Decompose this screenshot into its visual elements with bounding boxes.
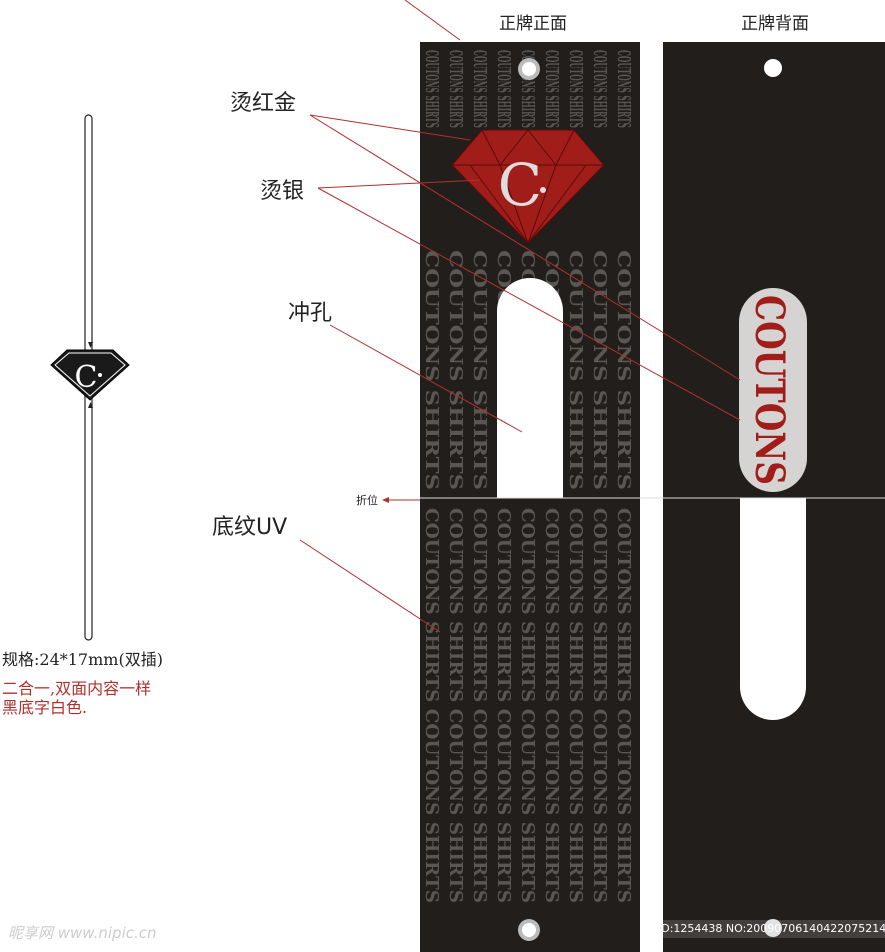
pattern-column: COUTONS SHIRTS [445, 50, 466, 128]
pattern-column: COUTONS SHIRTS [469, 50, 490, 128]
pattern-column: COUTONS SHIRTS COUTONS SHIRTS [613, 508, 634, 903]
pattern-column: COUTONS SHIRTS [421, 250, 442, 490]
pattern-column: COUTONS SHIRTS COUTONS SHIRTS [541, 508, 562, 903]
label-pattern-uv: 底纹UV [212, 515, 287, 540]
watermark-logo: 昵享网 www.nipic.cn [8, 924, 157, 942]
pattern-column: COUTONS SHIRTS [445, 250, 466, 490]
pattern-column: COUTONS SHIRTS [493, 50, 514, 128]
back-bottom-hole [764, 919, 782, 937]
pattern-column: COUTONS SHIRTS COUTONS SHIRTS [445, 508, 466, 903]
logo-letter: C [498, 151, 542, 219]
front-header: 正牌正面 [499, 14, 567, 34]
label-punch-hole: 冲孔 [288, 301, 332, 326]
label-fold: 折位 [356, 493, 378, 507]
side-view: C [50, 114, 130, 641]
pattern-column: COUTONS SHIRTS [541, 50, 562, 128]
pattern-column: COUTONS SHIRTS [589, 50, 610, 128]
pattern-column: COUTONS SHIRTS [421, 50, 442, 128]
pattern-column: COUTONS SHIRTS COUTONS SHIRTS [469, 508, 490, 903]
pattern-column: COUTONS SHIRTS COUTONS SHIRTS [565, 508, 586, 903]
pattern-column: COUTONS SHIRTS [565, 50, 586, 128]
back-tag [663, 42, 885, 952]
pattern-column: COUTONS SHIRTS [565, 250, 586, 490]
leader-lines [299, 0, 741, 633]
pattern-column: COUTONS SHIRTS [613, 250, 634, 490]
pattern-column: COUTONS SHIRTS [589, 250, 610, 490]
pattern-column: COUTONS SHIRTS COUTONS SHIRTS [421, 508, 442, 903]
pattern-column: COUTONS SHIRTS COUTONS SHIRTS [493, 508, 514, 903]
pattern-column: COUTONS SHIRTS [469, 250, 490, 490]
pattern-column: COUTONS SHIRTS COUTONS SHIRTS [517, 508, 538, 903]
note-same-content: 二合一,双面内容一样 [2, 679, 152, 698]
brand-pill [739, 288, 807, 492]
note-colors: 黑底字白色. [2, 698, 88, 717]
label-hot-red-gold: 烫红金 [230, 91, 296, 116]
diamond-logo-red: C [451, 129, 605, 245]
back-header: 正牌背面 [741, 14, 809, 34]
watermark-id: ID:1254438 NO:20090706140422075214 [654, 920, 885, 938]
label-hot-silver: 烫银 [260, 179, 304, 204]
side-view-logo-letter: C [75, 360, 98, 395]
spec-note: 规格:24*17mm(双插) [2, 650, 163, 669]
brand-name-vertical: COUTONS [746, 295, 793, 485]
pattern-column: COUTONS SHIRTS COUTONS SHIRTS [589, 508, 610, 903]
pattern-column: COUTONS SHIRTS [613, 50, 634, 128]
back-top-hole [764, 59, 782, 77]
